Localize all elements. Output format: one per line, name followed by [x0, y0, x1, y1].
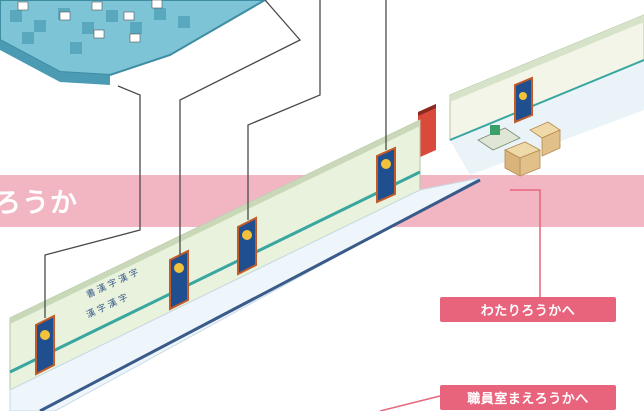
banner-label: ろうか — [0, 188, 78, 219]
door-icon[interactable] — [418, 104, 436, 158]
connector-lines — [44, 0, 387, 318]
door-icon[interactable] — [35, 314, 55, 376]
door-icon[interactable] — [514, 76, 533, 124]
box-icon — [504, 121, 561, 177]
main-hallway — [9, 119, 481, 411]
link-line-watari — [510, 189, 541, 298]
minimap-icon[interactable] — [0, 0, 267, 85]
watari-rouka-button[interactable]: わたりろうかへ — [440, 297, 616, 322]
door-icon[interactable] — [376, 146, 396, 204]
door-icon[interactable] — [169, 249, 189, 311]
link-line-shokuin — [379, 395, 441, 411]
desk-icon — [477, 125, 521, 151]
door-icon[interactable] — [237, 216, 257, 276]
shokuinshitsu-rouka-button[interactable]: 職員室まえろうかへ — [440, 385, 616, 410]
